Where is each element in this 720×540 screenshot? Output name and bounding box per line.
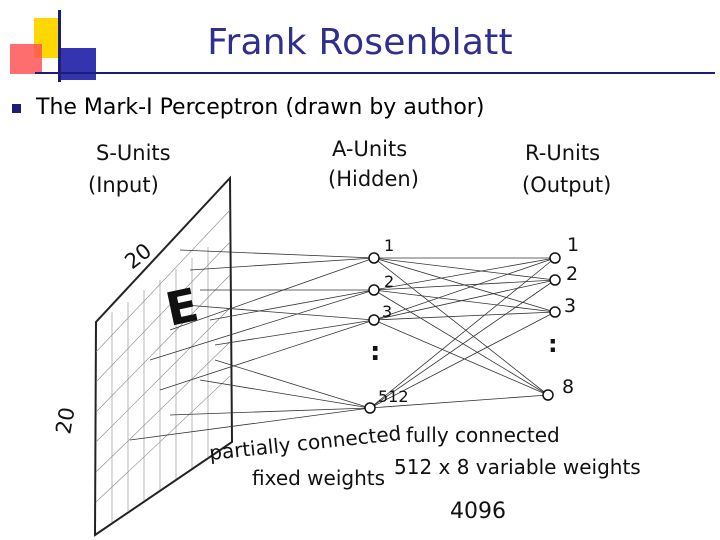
full-connection-label: fully connected [406, 423, 560, 447]
hidden-node-3 [368, 314, 380, 326]
output-node-8 [542, 389, 554, 401]
output-label-8: 8 [562, 376, 574, 398]
hidden-nodes [364, 252, 380, 414]
variable-weights-label: 512 x 8 variable weights [394, 455, 641, 479]
output-node-2 [549, 274, 561, 286]
weight-count-label: 4096 [450, 499, 506, 524]
output-node-1 [549, 252, 561, 264]
bullet-square-icon [12, 104, 21, 113]
fixed-weights-label: fixed weights [252, 466, 385, 490]
output-node-3 [549, 306, 561, 318]
a-units-subtitle: (Hidden) [328, 167, 419, 191]
output-label-1: 1 [567, 234, 579, 256]
retina-letter: E [161, 277, 203, 336]
hidden-label-3: 3 [382, 302, 392, 321]
logo-vertical-line [58, 10, 61, 82]
r-units-subtitle: (Output) [522, 173, 611, 197]
hidden-node-1 [368, 252, 380, 264]
a-units-title: A-Units [332, 137, 407, 161]
retina-panel [93, 175, 234, 537]
hidden-label-2: 2 [384, 272, 394, 291]
retina-grid [95, 209, 231, 522]
bullet-text: The Mark-I Perceptron (drawn by author) [36, 95, 485, 120]
grid-left-label: 20 [51, 405, 79, 435]
hidden-node-512 [364, 402, 376, 414]
r-units-title: R-Units [525, 141, 600, 165]
decorative-corner-logo [0, 0, 110, 85]
hidden-label-1: 1 [384, 236, 394, 255]
logo-blue-square [60, 48, 96, 80]
output-dots: : [548, 330, 558, 358]
s-units-title: S-Units [96, 141, 171, 165]
hidden-to-output-lines [369, 257, 556, 409]
hidden-node-2 [368, 284, 380, 296]
hidden-label-512: 512 [378, 387, 409, 406]
output-label-3: 3 [564, 295, 576, 317]
hidden-dots: : [370, 337, 380, 367]
partial-connection-label: partially connected [208, 421, 402, 465]
perceptron-diagram: S-Units (Input) A-Units (Hidden) R-Units… [51, 137, 641, 537]
retina-to-hidden-lines [129, 249, 375, 441]
logo-red-square [10, 44, 42, 74]
output-label-2: 2 [566, 263, 578, 285]
slide-title: Frank Rosenblatt [207, 22, 513, 63]
output-nodes [542, 252, 561, 401]
s-units-subtitle: (Input) [88, 173, 159, 197]
grid-top-label: 20 [120, 239, 156, 274]
header-rule [35, 72, 715, 74]
